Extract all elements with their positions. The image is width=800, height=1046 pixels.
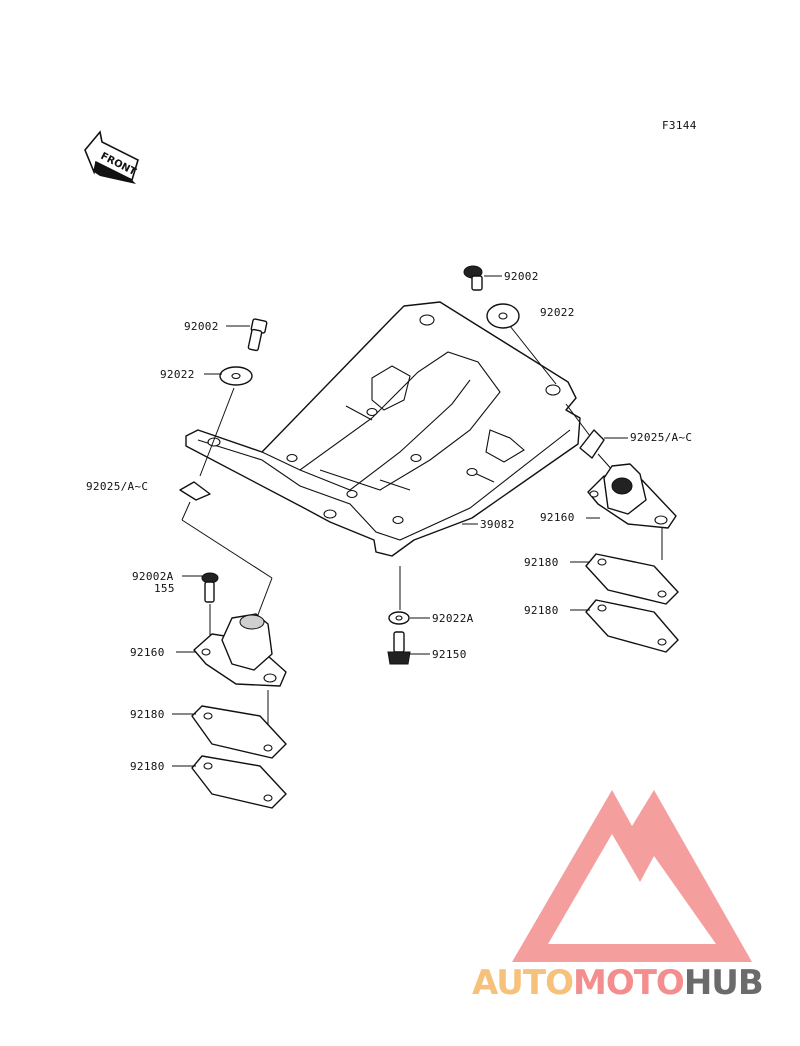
label-shim-right-2: 92180 — [524, 604, 559, 617]
label-bracket: 39082 — [480, 518, 515, 531]
front-arrow-icon: FRONT — [84, 130, 139, 184]
shim-left-2 — [191, 755, 287, 809]
label-shim-left-1: 92180 — [130, 708, 165, 721]
bolt-bottom — [387, 631, 411, 665]
figure-code: F3144 — [662, 119, 697, 132]
watermark-part-moto: MOTO — [573, 963, 684, 1003]
label-bolt-bottom: 92150 — [432, 648, 467, 661]
label-washer-bottom: 92022A — [432, 612, 474, 625]
washer-top-right — [486, 303, 520, 329]
bolt-top-left — [247, 318, 268, 352]
shim-right-1 — [585, 553, 679, 605]
label-shim-left-2: 92180 — [130, 760, 165, 773]
label-clip-left: 92025/A~C — [86, 480, 148, 493]
label-shim-right-1: 92180 — [524, 556, 559, 569]
watermark-part-hub: HUB — [684, 963, 763, 1003]
label-bolt-top-right: 92002 — [504, 270, 539, 283]
label-washer-top-right: 92022 — [540, 306, 575, 319]
bolt-left — [201, 572, 219, 603]
clip-left — [179, 481, 211, 501]
label-mount-right: 92160 — [540, 511, 575, 524]
shim-right-2 — [585, 599, 679, 653]
mount-right — [587, 463, 677, 529]
watermark-text: AUTOMOTOHUB — [472, 963, 763, 1003]
label-mount-left: 92160 — [130, 646, 165, 659]
label-bolt-left-a: 92002A — [132, 570, 174, 583]
label-bolt-top-left: 92002 — [184, 320, 219, 333]
bolt-top-right — [463, 265, 483, 291]
watermark-part-auto: AUTO — [472, 963, 573, 1003]
shim-left-1 — [191, 705, 287, 759]
clip-right — [579, 429, 605, 459]
label-clip-right: 92025/A~C — [630, 431, 692, 444]
label-bolt-left-b: 155 — [154, 582, 175, 595]
washer-bottom — [388, 611, 410, 625]
bracket-39082 — [185, 301, 581, 557]
mount-left — [193, 613, 287, 687]
watermark-logo-icon — [512, 790, 752, 962]
washer-top-left — [219, 366, 253, 386]
label-washer-top-left: 92022 — [160, 368, 195, 381]
watermark-triangle-shape — [512, 790, 752, 962]
